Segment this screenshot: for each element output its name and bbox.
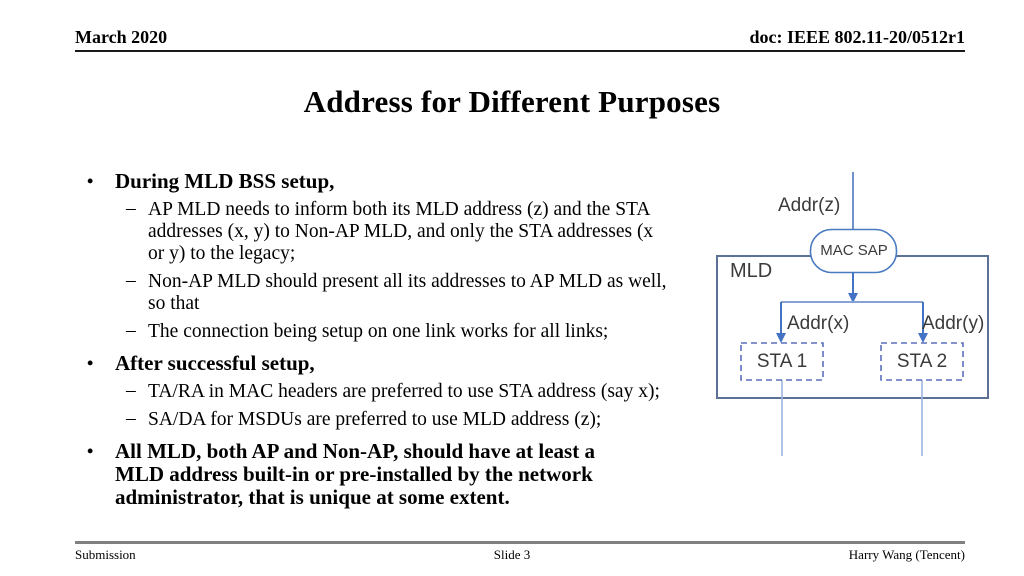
bullet-text: After successful setup, <box>115 351 315 375</box>
diagram-canvas <box>716 172 989 456</box>
sta2-box <box>880 342 964 381</box>
bullet-text: Non-AP MLD should present all its addres… <box>148 271 667 314</box>
dash-marker: – <box>126 320 136 341</box>
footer-slide-number: Slide 3 <box>493 547 531 562</box>
addr-z-label: Addr(z) <box>778 195 841 216</box>
header-doc-number: doc: IEEE 802.11-20/0512r1 <box>749 27 965 47</box>
bullet-text: The connection being setup on one link w… <box>148 321 609 342</box>
bullet-text: TA/RA in MAC headers are preferred to us… <box>148 381 660 402</box>
bullet-marker: • <box>87 171 94 191</box>
addr-x-label: Addr(x) <box>787 313 850 334</box>
bullet-item: • During MLD BSS setup, <box>78 170 723 193</box>
mac-sap-capsule <box>809 228 898 274</box>
footer-divider <box>75 541 965 544</box>
bullet-item: • After successful setup, <box>78 352 723 375</box>
page-title: Address for Different Purposes <box>303 84 721 119</box>
mac-sap-down-arrowhead <box>848 293 858 303</box>
sta1-label: STA 1 <box>756 350 808 372</box>
bullet-text: AP MLD needs to inform both its MLD addr… <box>148 199 654 264</box>
footer-submission: Submission <box>75 547 136 562</box>
sub-bullet-item: –AP MLD needs to inform both its MLD add… <box>78 198 723 265</box>
sub-bullet-item: –TA/RA in MAC headers are preferred to u… <box>78 380 723 403</box>
bullet-text: During MLD BSS setup, <box>115 169 335 193</box>
bullet-item: • All MLD, both AP and Non-AP, should hav… <box>78 440 723 509</box>
branch-left-arrowhead <box>776 333 786 343</box>
mld-label: MLD <box>730 260 773 282</box>
dash-marker: – <box>126 270 136 291</box>
sub-bullet-item: –The connection being setup on one link … <box>78 320 723 343</box>
sub-bullet-item: –SA/DA for MSDUs are preferred to use ML… <box>78 408 723 431</box>
branch-right-arrowhead <box>918 333 928 343</box>
dash-marker: – <box>126 380 136 401</box>
header-divider <box>75 50 965 52</box>
dash-marker: – <box>126 198 136 219</box>
mld-address-diagram: Addr(z) MAC SAP MLD Addr(x) Addr(y) STA … <box>690 150 1020 470</box>
sub-bullet-item: –Non-AP MLD should present all its addre… <box>78 270 723 315</box>
dash-marker: – <box>126 408 136 429</box>
footer-author: Harry Wang (Tencent) <box>848 547 965 562</box>
bullet-text: SA/DA for MSDUs are preferred to use MLD… <box>148 409 602 430</box>
sta1-box <box>740 342 824 381</box>
sta2-label: STA 2 <box>896 350 948 372</box>
bullet-list: •During MLD BSS setup,–AP MLD needs to i… <box>78 170 723 509</box>
bullet-marker: • <box>87 353 94 373</box>
bullet-text: All MLD, both AP and Non-AP, should have… <box>115 439 595 509</box>
mac-sap-label: MAC SAP <box>820 242 888 259</box>
header-date: March 2020 <box>75 27 168 47</box>
addr-y-label: Addr(y) <box>922 313 985 334</box>
bullet-marker: • <box>87 441 94 461</box>
